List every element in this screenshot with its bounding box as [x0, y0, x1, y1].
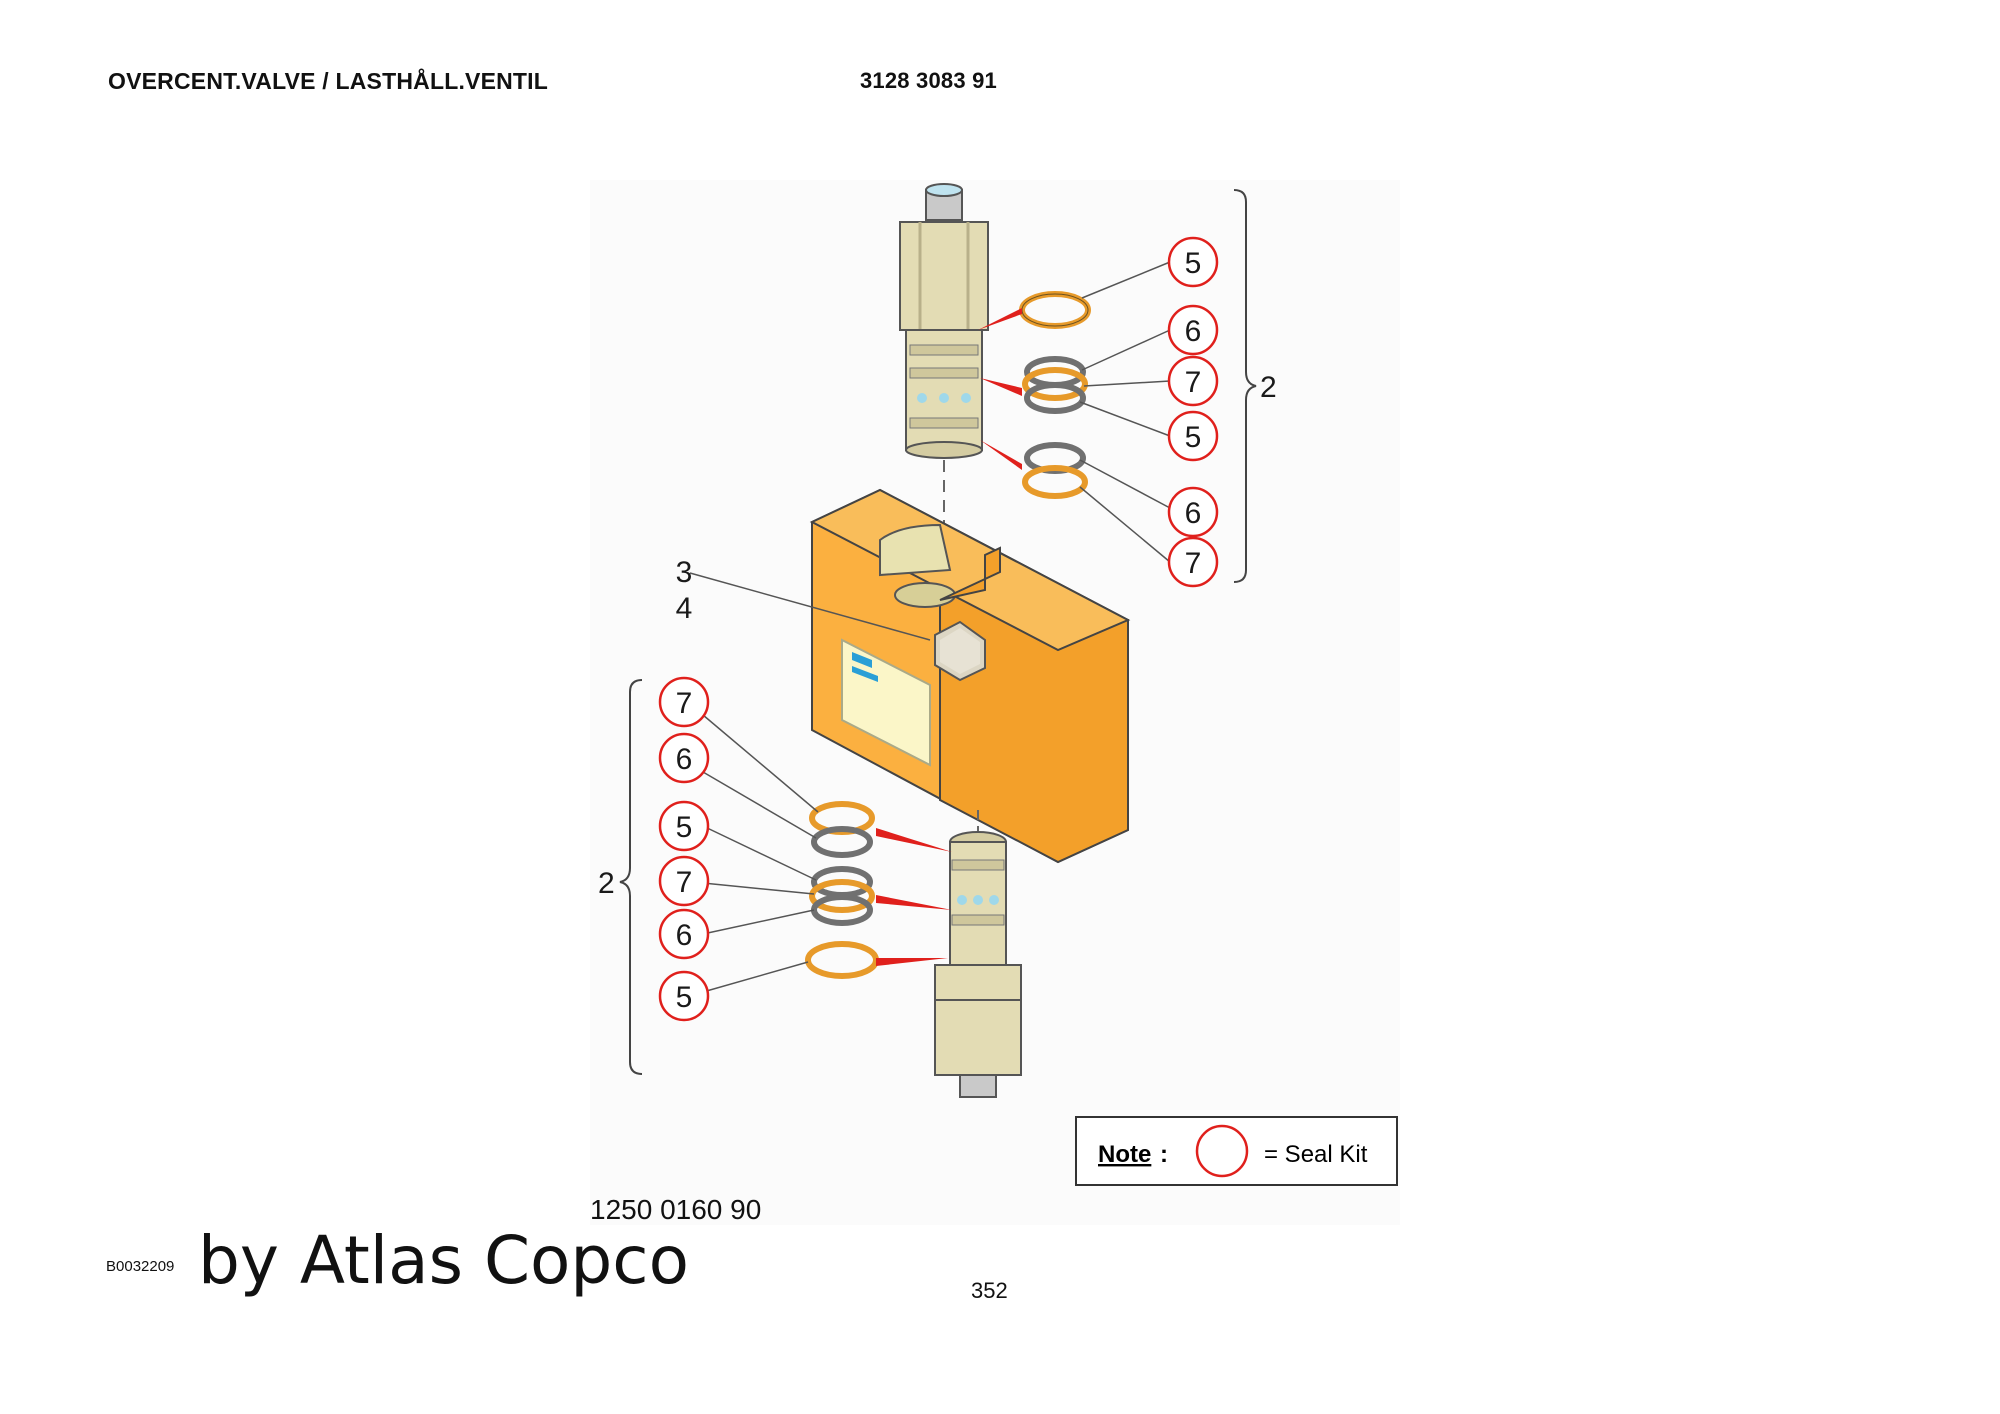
- balloon-top-3-label: 7: [1185, 366, 1202, 399]
- balloon-bottom-3: [658, 800, 710, 852]
- seal-kit-note: Note : = Seal Kit: [1075, 1116, 1398, 1186]
- bottom-cartridge: [934, 810, 1022, 1098]
- balloon-top-2-label: 6: [1185, 315, 1202, 348]
- ref-plug-3: 3: [676, 556, 693, 589]
- page-title: OVERCENT.VALVE / LASTHÅLL.VENTIL: [108, 68, 549, 94]
- top-seal-rings: [978, 291, 1091, 499]
- balloon-top-5: [1167, 486, 1219, 538]
- balloon-bottom-1-label: 7: [676, 687, 693, 720]
- image-code: B0032209: [106, 1258, 175, 1275]
- figure-number: 1250 0160 90: [590, 1194, 762, 1225]
- balloon-top-4: [1167, 410, 1219, 462]
- balloon-bottom-6-label: 5: [676, 981, 693, 1014]
- balloon-top-6: [1167, 536, 1219, 588]
- balloon-bottom-1: [658, 676, 710, 728]
- balloon-top-1-label: 5: [1185, 247, 1202, 280]
- top-balloons: 5 6 7 5 6 7: [1167, 236, 1219, 588]
- top-brace-label: 2: [1260, 371, 1277, 404]
- bottom-seal-rings: [805, 801, 952, 979]
- note-colon: :: [1160, 1141, 1168, 1168]
- balloon-bottom-4-label: 7: [676, 866, 693, 899]
- balloon-bottom-3-label: 5: [676, 811, 693, 844]
- note-text: = Seal Kit: [1264, 1141, 1368, 1168]
- manifold-block: [809, 488, 1131, 864]
- page-number: 352: [971, 1278, 1008, 1303]
- balloon-top-5-label: 6: [1185, 497, 1202, 530]
- balloon-bottom-5-label: 6: [676, 919, 693, 952]
- leader-lines: [689, 261, 1171, 993]
- balloon-top-4-label: 5: [1185, 421, 1202, 454]
- bottom-brace: [619, 679, 643, 1075]
- ref-plug-4: 4: [676, 592, 693, 625]
- balloon-bottom-2: [658, 732, 710, 784]
- balloon-bottom-5: [658, 908, 710, 960]
- balloon-top-3: [1167, 355, 1219, 407]
- balloon-top-2: [1167, 304, 1219, 356]
- balloon-bottom-2-label: 6: [676, 743, 693, 776]
- bottom-brace-label: 2: [598, 867, 615, 900]
- balloon-bottom-4: [658, 855, 710, 907]
- bottom-balloons: 7 6 5 7 6 5: [658, 676, 710, 1022]
- brand-watermark: by Atlas Copco: [198, 1222, 689, 1299]
- balloon-bottom-6: [658, 970, 710, 1022]
- balloon-top-6-label: 7: [1185, 547, 1202, 580]
- part-number: 3128 3083 91: [860, 68, 997, 93]
- top-brace: [1233, 189, 1257, 583]
- seal-kit-balloon-icon: [1195, 1124, 1249, 1178]
- balloon-top-1: [1167, 236, 1219, 288]
- note-label: Note: [1098, 1141, 1151, 1168]
